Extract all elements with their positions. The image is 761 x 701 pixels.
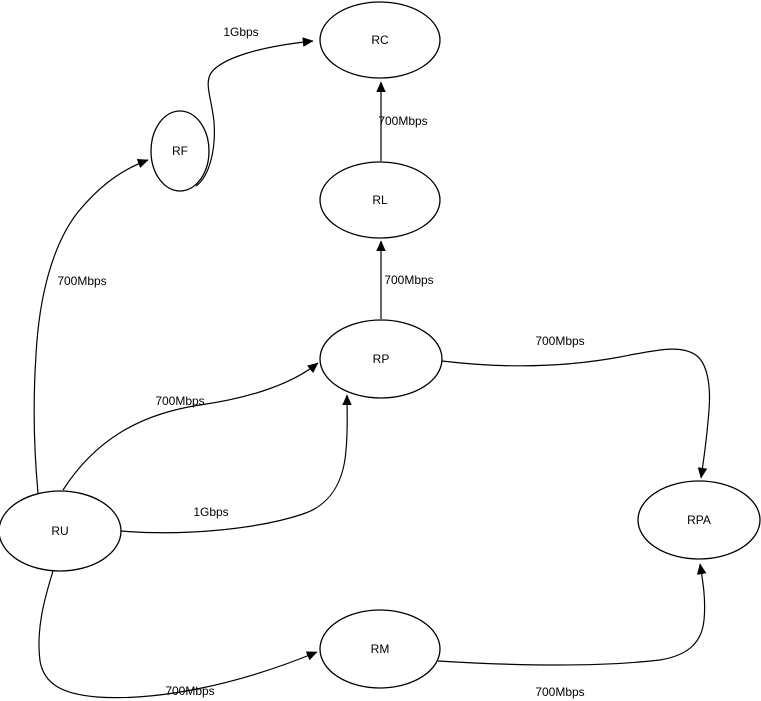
- node-rl-shape: [319, 161, 441, 239]
- edge-ru-rm: [38, 570, 318, 699]
- node-rp-label: RP: [373, 352, 390, 366]
- edge-label-rp-rl: 700Mbps: [384, 273, 433, 287]
- edge-label-ru-rp-top: 700Mbps: [155, 394, 204, 408]
- edge-label-rl-rc: 700Mbps: [378, 114, 427, 128]
- node-rc-shape: [319, 1, 441, 79]
- edge-label-rf-rc: 1Gbps: [223, 25, 258, 39]
- node-rl-label: RL: [372, 193, 388, 207]
- node-rpa: RPA: [637, 480, 761, 560]
- node-ru-shape: [0, 490, 122, 572]
- node-rpa-label: RPA: [687, 513, 711, 527]
- node-rf-shape: [150, 110, 210, 192]
- node-ru-label: RU: [51, 524, 68, 538]
- edge-label-rm-rpa: 700Mbps: [535, 685, 584, 699]
- node-rm-label: RM: [371, 642, 390, 656]
- edge-ru-rp-top: [62, 362, 319, 491]
- node-rm-shape: [319, 609, 441, 689]
- node-ru: RU: [0, 490, 122, 572]
- node-rf-label: RF: [172, 144, 188, 158]
- edge-rm-rpa: [437, 563, 707, 666]
- node-rc-label: RC: [371, 33, 389, 47]
- edge-label-ru-rp-bottom: 1Gbps: [193, 505, 228, 519]
- edge-labels-layer: 1Gbps 700Mbps 700Mbps 700Mbps 700Mbps 70…: [57, 25, 584, 699]
- edge-label-ru-rf: 700Mbps: [57, 274, 106, 288]
- node-rc: RC: [319, 1, 441, 79]
- node-rf: RF: [150, 110, 210, 192]
- edge-label-rp-rpa: 700Mbps: [535, 334, 584, 348]
- node-rl: RL: [319, 161, 441, 239]
- node-rpa-shape: [637, 480, 761, 560]
- edge-ru-rp-bottom: [120, 394, 352, 534]
- node-rp-shape: [319, 319, 443, 399]
- edge-rf-rc: [195, 37, 314, 187]
- edge-label-ru-rm: 700Mbps: [165, 684, 214, 698]
- node-rm: RM: [319, 609, 441, 689]
- edge-rp-rpa: [441, 348, 711, 479]
- node-rp: RP: [319, 319, 443, 399]
- edges-layer: [33, 37, 711, 699]
- edge-ru-rf: [33, 159, 149, 494]
